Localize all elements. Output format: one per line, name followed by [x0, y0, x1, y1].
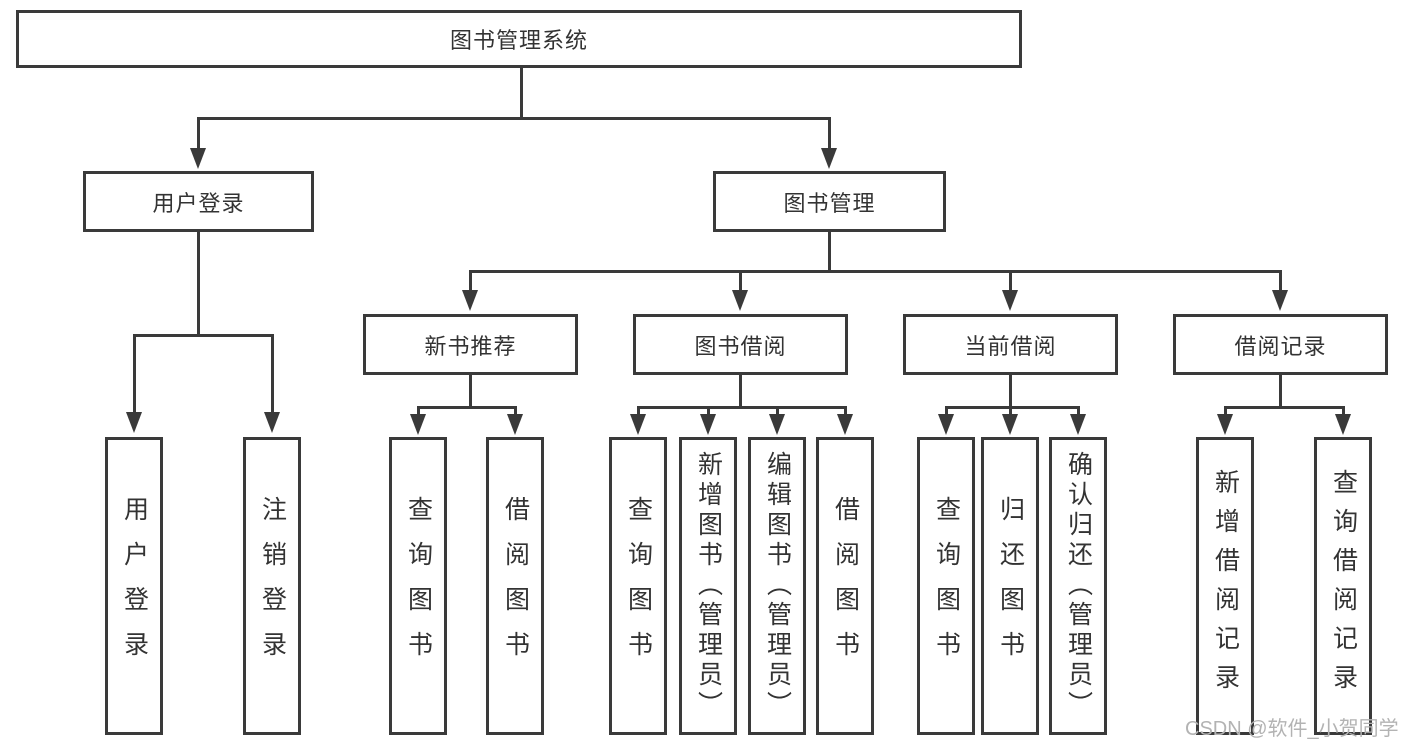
arrow-to-book-management-icon — [821, 148, 837, 169]
leaf-bb-add-books-admin: 新增图书（管理员） — [679, 437, 737, 735]
arrow-to-bb-borrow-icon — [837, 414, 853, 435]
arrow-to-bb-add-icon — [700, 414, 716, 435]
node-borrowing-records-label: 借阅记录 — [1234, 333, 1327, 359]
arrow-to-cb-return-icon — [1002, 414, 1018, 435]
arrow-to-bb-query-icon — [630, 414, 646, 435]
node-borrowing-records: 借阅记录 — [1173, 314, 1388, 375]
leaf-br-query-record: 查询借阅记录 — [1314, 437, 1372, 735]
leaf-nb-query-books: 查询图书 — [389, 437, 447, 735]
leaf-bb-query-books-label: 查询图书 — [624, 496, 653, 676]
arrow-to-bb-edit-icon — [769, 414, 785, 435]
connector-current-borrowing-stem-line — [1009, 270, 1012, 292]
watermark: CSDN @软件_小贺同学 — [1185, 718, 1399, 740]
node-book-borrowing-label: 图书借阅 — [694, 333, 787, 359]
arrow-to-leaf-logout-icon — [264, 412, 280, 433]
connector-user-login-stub-line — [197, 232, 200, 336]
leaf-cb-query-books: 查询图书 — [917, 437, 975, 735]
connector-bb-edit-stem-line — [776, 406, 779, 416]
leaf-cb-confirm-return-admin-label: 确认归还（管理员） — [1064, 451, 1093, 721]
connector-cb-confirm-stem-line — [1077, 406, 1080, 416]
node-user-login-label: 用户登录 — [152, 190, 245, 216]
leaf-bb-query-books: 查询图书 — [609, 437, 667, 735]
leaf-bb-add-books-admin-label: 新增图书（管理员） — [694, 451, 723, 721]
leaf-cb-confirm-return-admin: 确认归还（管理员） — [1049, 437, 1107, 735]
leaf-bb-borrow-books-label: 借阅图书 — [831, 496, 860, 676]
leaf-user-login-label: 用户登录 — [120, 496, 149, 676]
node-new-book-recommend: 新书推荐 — [363, 314, 578, 375]
node-user-login: 用户登录 — [83, 171, 314, 232]
connector-br-add-stem-line — [1224, 406, 1227, 416]
arrow-to-br-query-icon — [1335, 414, 1351, 435]
leaf-br-add-record: 新增借阅记录 — [1196, 437, 1254, 735]
connector-borrowing-records-stub-line — [1279, 375, 1282, 408]
connector-borrowing-records-stem-line — [1279, 270, 1282, 292]
node-current-borrowing-label: 当前借阅 — [964, 333, 1057, 359]
connector-book-borrowing-split-line — [637, 406, 847, 409]
connector-bb-query-stem-line — [637, 406, 640, 416]
connector-nb-borrow-stem-line — [514, 406, 517, 416]
leaf-br-query-record-label: 查询借阅记录 — [1329, 469, 1358, 703]
node-book-management-label: 图书管理 — [783, 190, 876, 216]
arrow-to-current-borrowing-icon — [1002, 290, 1018, 311]
arrow-to-book-borrowing-icon — [732, 290, 748, 311]
connector-book-borrowing-stub-line — [739, 375, 742, 408]
connector-current-borrowing-split-line — [945, 406, 1080, 409]
node-book-borrowing: 图书借阅 — [633, 314, 848, 375]
leaf-bb-edit-books-admin: 编辑图书（管理员） — [748, 437, 806, 735]
leaf-cb-query-books-label: 查询图书 — [932, 496, 961, 676]
leaf-nb-borrow-books: 借阅图书 — [486, 437, 544, 735]
arrow-to-borrowing-records-icon — [1272, 290, 1288, 311]
connector-new-books-split-line — [417, 406, 517, 409]
connector-level2-split-line — [197, 117, 831, 120]
connector-user-login-split-line — [133, 334, 274, 337]
arrow-to-cb-query-icon — [938, 414, 954, 435]
connector-user-login-stem-line — [197, 117, 200, 150]
leaf-br-add-record-label: 新增借阅记录 — [1211, 469, 1240, 703]
connector-cb-return-stem-line — [1009, 406, 1012, 416]
arrow-to-cb-confirm-icon — [1070, 414, 1086, 435]
arrow-to-leaf-user-login-icon — [126, 412, 142, 433]
connector-level3-split-line — [469, 270, 1282, 273]
connector-book-borrowing-stem-line — [739, 270, 742, 292]
arrow-to-nb-borrow-icon — [507, 414, 523, 435]
connector-cb-query-stem-line — [945, 406, 948, 416]
leaf-cb-return-books-label: 归还图书 — [996, 496, 1025, 676]
leaf-nb-query-books-label: 查询图书 — [404, 496, 433, 676]
leaf-bb-borrow-books: 借阅图书 — [816, 437, 874, 735]
arrow-to-new-books-icon — [462, 290, 478, 311]
node-new-book-recommend-label: 新书推荐 — [424, 333, 517, 359]
node-library-system-label: 图书管理系统 — [449, 28, 588, 53]
leaf-cb-return-books: 归还图书 — [981, 437, 1039, 735]
connector-book-management-stub-line — [828, 232, 831, 272]
connector-new-books-stem-line — [469, 270, 472, 292]
arrow-to-br-add-icon — [1217, 414, 1233, 435]
connector-book-management-stem-line — [828, 117, 831, 150]
leaf-nb-borrow-books-label: 借阅图书 — [501, 496, 530, 676]
arrow-to-nb-query-icon — [410, 414, 426, 435]
leaf-logout: 注销登录 — [243, 437, 301, 735]
leaf-user-login: 用户登录 — [105, 437, 163, 735]
connector-new-books-stub-line — [469, 375, 472, 408]
connector-root-stub-line — [520, 68, 523, 119]
connector-br-query-stem-line — [1342, 406, 1345, 416]
connector-leaf-user-login-stem-line — [133, 334, 136, 414]
arrow-to-user-login-icon — [190, 148, 206, 169]
node-book-management: 图书管理 — [713, 171, 946, 232]
connector-bb-borrow-stem-line — [844, 406, 847, 416]
leaf-bb-edit-books-admin-label: 编辑图书（管理员） — [763, 451, 792, 721]
connector-leaf-logout-stem-line — [271, 334, 274, 414]
connector-nb-query-stem-line — [417, 406, 420, 416]
connector-current-borrowing-stub-line — [1009, 375, 1012, 408]
connector-bb-add-stem-line — [707, 406, 710, 416]
node-library-system: 图书管理系统 — [16, 10, 1022, 68]
connector-borrowing-records-split-line — [1224, 406, 1345, 409]
node-current-borrowing: 当前借阅 — [903, 314, 1118, 375]
leaf-logout-label: 注销登录 — [258, 496, 287, 676]
